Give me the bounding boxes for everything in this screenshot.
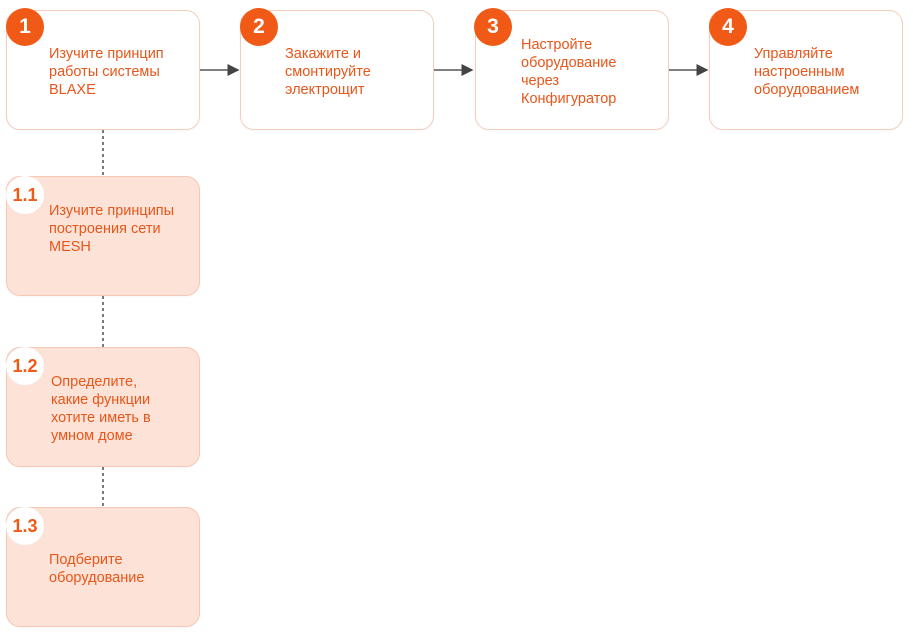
step-card-4: Управляйте настроенным оборудованием <box>709 10 903 130</box>
step-text: Управляйте настроенным оборудованием <box>754 46 860 98</box>
step-badge-1: 1 <box>6 8 44 46</box>
substep-text: Изучите принципы построения сети MESH <box>49 203 175 255</box>
step-badge-2: 2 <box>240 8 278 46</box>
step-badge-3: 3 <box>474 8 512 46</box>
substep-badge-1-3: 1.3 <box>6 507 44 545</box>
step-badge-4: 4 <box>709 8 747 46</box>
step-text: Изучите принцип работы системы BLAXE <box>49 46 164 98</box>
substep-text: Подберите оборудование <box>49 552 145 586</box>
substep-badge-1-2: 1.2 <box>6 347 44 385</box>
step-text: Закажите и смонтируйте электрощит <box>285 46 371 98</box>
substep-text: Определите, какие функции хотите иметь в… <box>51 374 151 444</box>
substep-badge-1-1: 1.1 <box>6 176 44 214</box>
step-text: Настройте оборудование через Конфигурато… <box>521 37 617 107</box>
